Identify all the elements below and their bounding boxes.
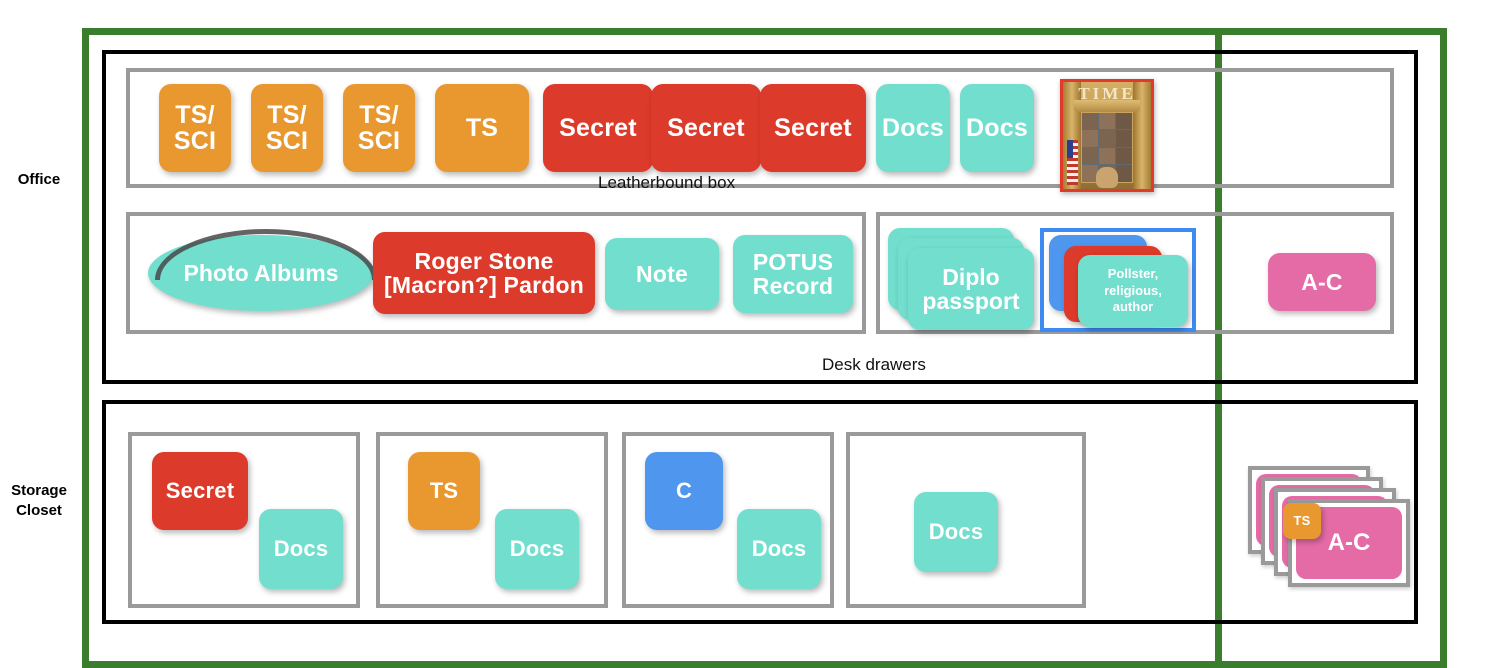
desk-drawer-right-container (876, 212, 1394, 334)
storage-closet-room-box (102, 400, 1418, 624)
doc-card-note[interactable]: Note (605, 238, 719, 310)
portrait-figure (1096, 166, 1118, 188)
desk-drawers-caption: Desk drawers (822, 355, 926, 374)
doc-card-potus-record[interactable]: POTUS Record (733, 235, 853, 313)
storage-cabinet-4 (846, 432, 1086, 608)
storage-cabinet-3 (622, 432, 834, 608)
time-magazine-cover-icon: TIME (1060, 79, 1154, 192)
badge-ts[interactable]: TS (1283, 503, 1321, 539)
doc-card-diplo-passport[interactable]: Diplo passport (908, 248, 1034, 330)
window-with-faces (1080, 111, 1134, 183)
doc-card-secret[interactable]: Secret (760, 84, 866, 172)
leatherbound-box-container (126, 68, 1394, 188)
doc-card-docs[interactable]: Docs (737, 509, 821, 589)
room-label-storage: Storage Closet (11, 482, 67, 520)
doc-card-secret[interactable]: Secret (543, 84, 653, 172)
leatherbound-box-caption: Leatherbound box (598, 173, 736, 192)
doc-card-roger-stone-pardon[interactable]: Roger Stone [Macron?] Pardon (373, 232, 595, 314)
american-flag-icon (1066, 139, 1078, 185)
doc-card-docs[interactable]: Docs (876, 84, 950, 172)
folder-card-a-c[interactable]: A-C (1268, 253, 1376, 311)
magazine-masthead: TIME (1078, 84, 1136, 103)
office-room-box (102, 50, 1418, 384)
doc-card-photo-albums[interactable]: Photo Albums (148, 235, 374, 311)
doc-card-confidential[interactable]: C (645, 452, 723, 530)
doc-card-ts[interactable]: TS (435, 84, 529, 172)
doc-card-docs[interactable]: Docs (259, 509, 343, 589)
doc-card-ts-sci[interactable]: TS/ SCI (251, 84, 323, 172)
desk-drawer-left-container (126, 212, 866, 334)
curtain-valance (1073, 100, 1141, 116)
doc-card-docs[interactable]: Docs (914, 492, 998, 572)
doc-card-ts-sci[interactable]: TS/ SCI (343, 84, 415, 172)
doc-card-secret[interactable]: Secret (152, 452, 248, 530)
doc-card-ts[interactable]: TS (408, 452, 480, 530)
doc-card-ts-sci[interactable]: TS/ SCI (159, 84, 231, 172)
doc-card-secret[interactable]: Secret (651, 84, 761, 172)
doc-card-docs[interactable]: Docs (960, 84, 1034, 172)
room-label-office: Office (17, 171, 61, 188)
storage-cabinet-2 (376, 432, 608, 608)
doc-card-docs[interactable]: Docs (495, 509, 579, 589)
storage-cabinet-1 (128, 432, 360, 608)
doc-card-pollster-religious-author[interactable]: Pollster, religious, author (1078, 255, 1188, 327)
